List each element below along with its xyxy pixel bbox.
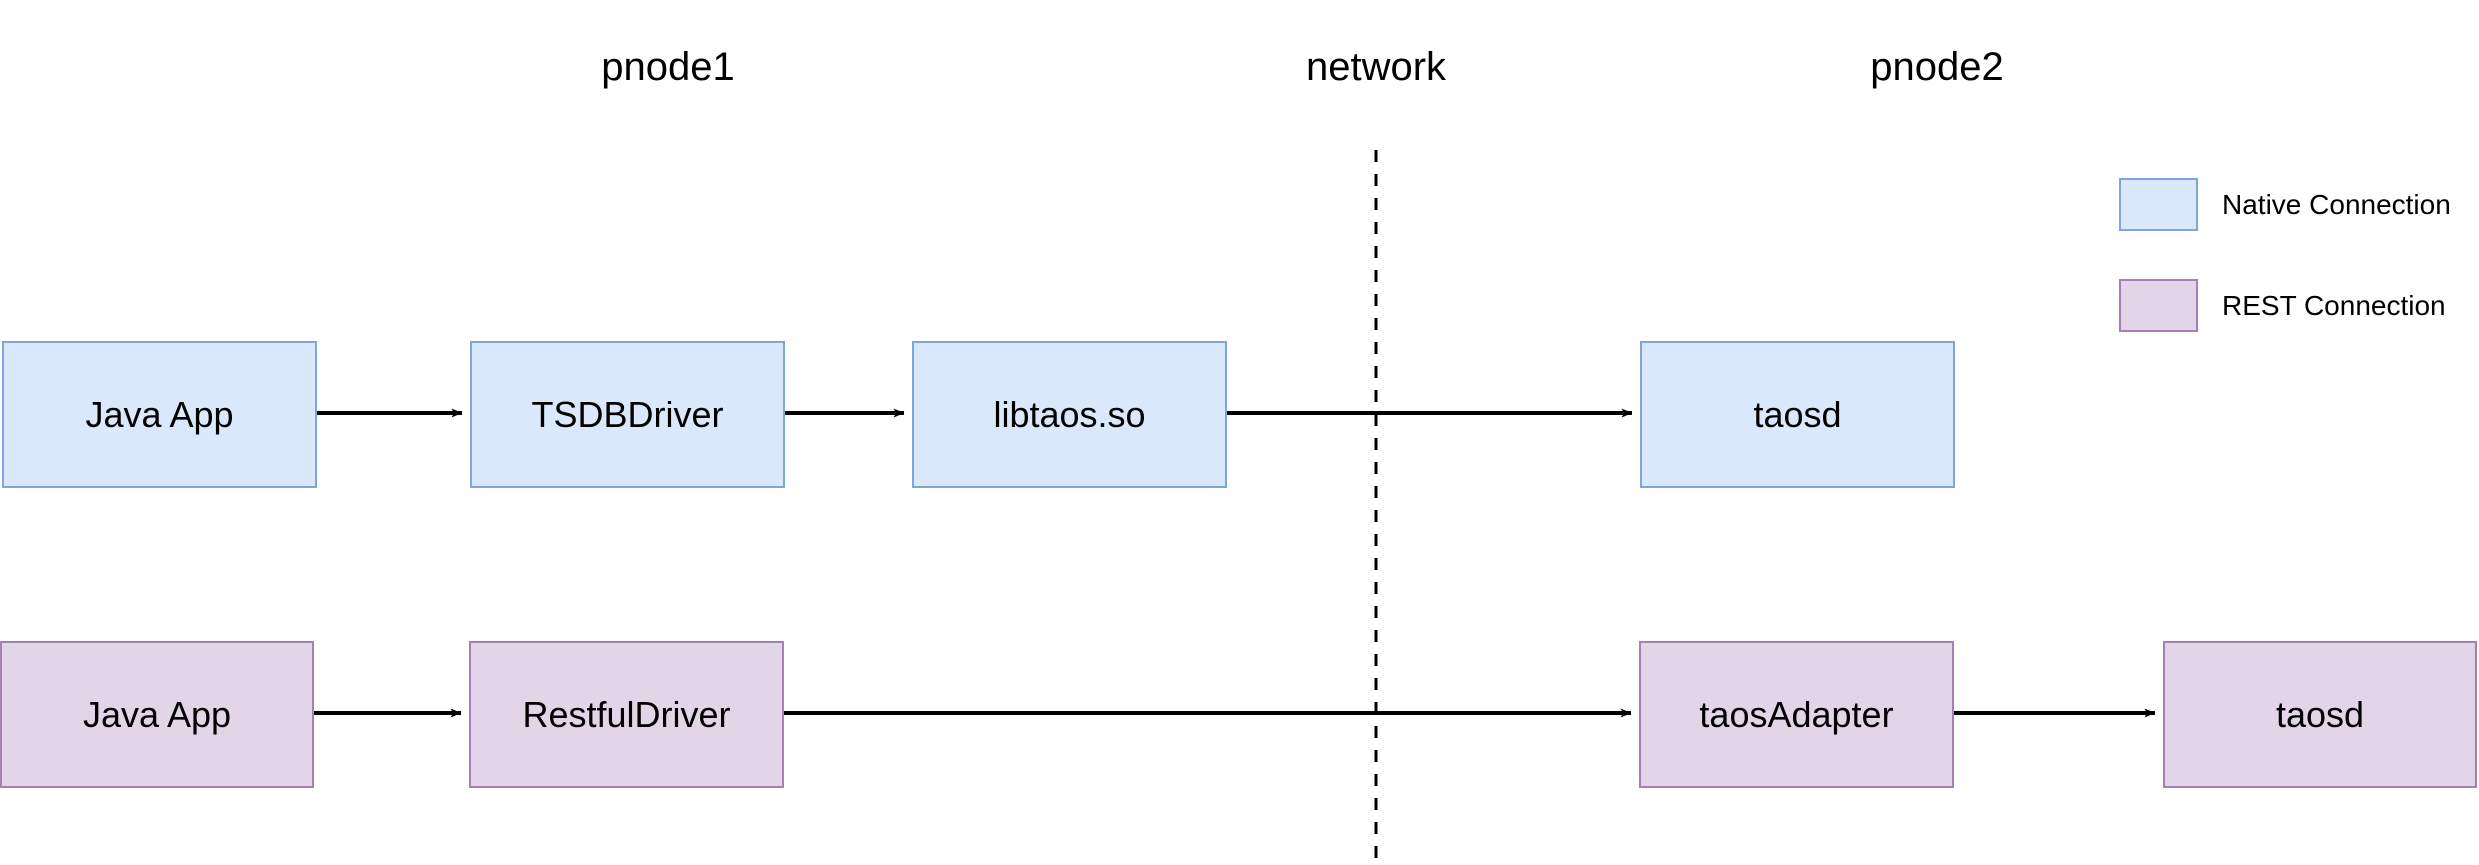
node-label: taosd [2275, 693, 2365, 735]
node-label: Java App [85, 393, 234, 435]
node-libtaos-so[interactable]: libtaos.so [912, 341, 1227, 488]
node-restful-driver[interactable]: RestfulDriver [469, 641, 784, 788]
node-taosd-native[interactable]: taosd [1640, 341, 1955, 488]
node-label: RestfulDriver [522, 693, 731, 735]
node-label: taosd [1753, 393, 1842, 435]
node-taos-adapter[interactable]: taosAdapter [1639, 641, 1954, 788]
node-label: libtaos.so [993, 393, 1146, 435]
node-taosd-rest[interactable]: taosd [2163, 641, 2477, 788]
node-label: TSDBDriver [531, 393, 724, 435]
node-java-app-native[interactable]: Java App [2, 341, 317, 488]
zone-label-pnode2: pnode2 [1870, 45, 2004, 89]
legend-swatch-native [2119, 178, 2198, 231]
zone-label-network: network [1305, 45, 1447, 89]
legend-label-native: Native Connection [2222, 188, 2451, 220]
legend-swatch-rest [2119, 279, 2198, 332]
legend-item-native-connection: Native Connection [2119, 178, 2451, 231]
legend-item-rest-connection: REST Connection [2119, 279, 2446, 332]
zone-label-pnode1: pnode1 [601, 45, 735, 89]
legend-label-rest: REST Connection [2222, 289, 2446, 321]
node-java-app-rest[interactable]: Java App [0, 641, 314, 788]
node-tsdb-driver[interactable]: TSDBDriver [470, 341, 785, 488]
node-label: Java App [82, 693, 232, 735]
node-label: taosAdapter [1699, 693, 1894, 735]
